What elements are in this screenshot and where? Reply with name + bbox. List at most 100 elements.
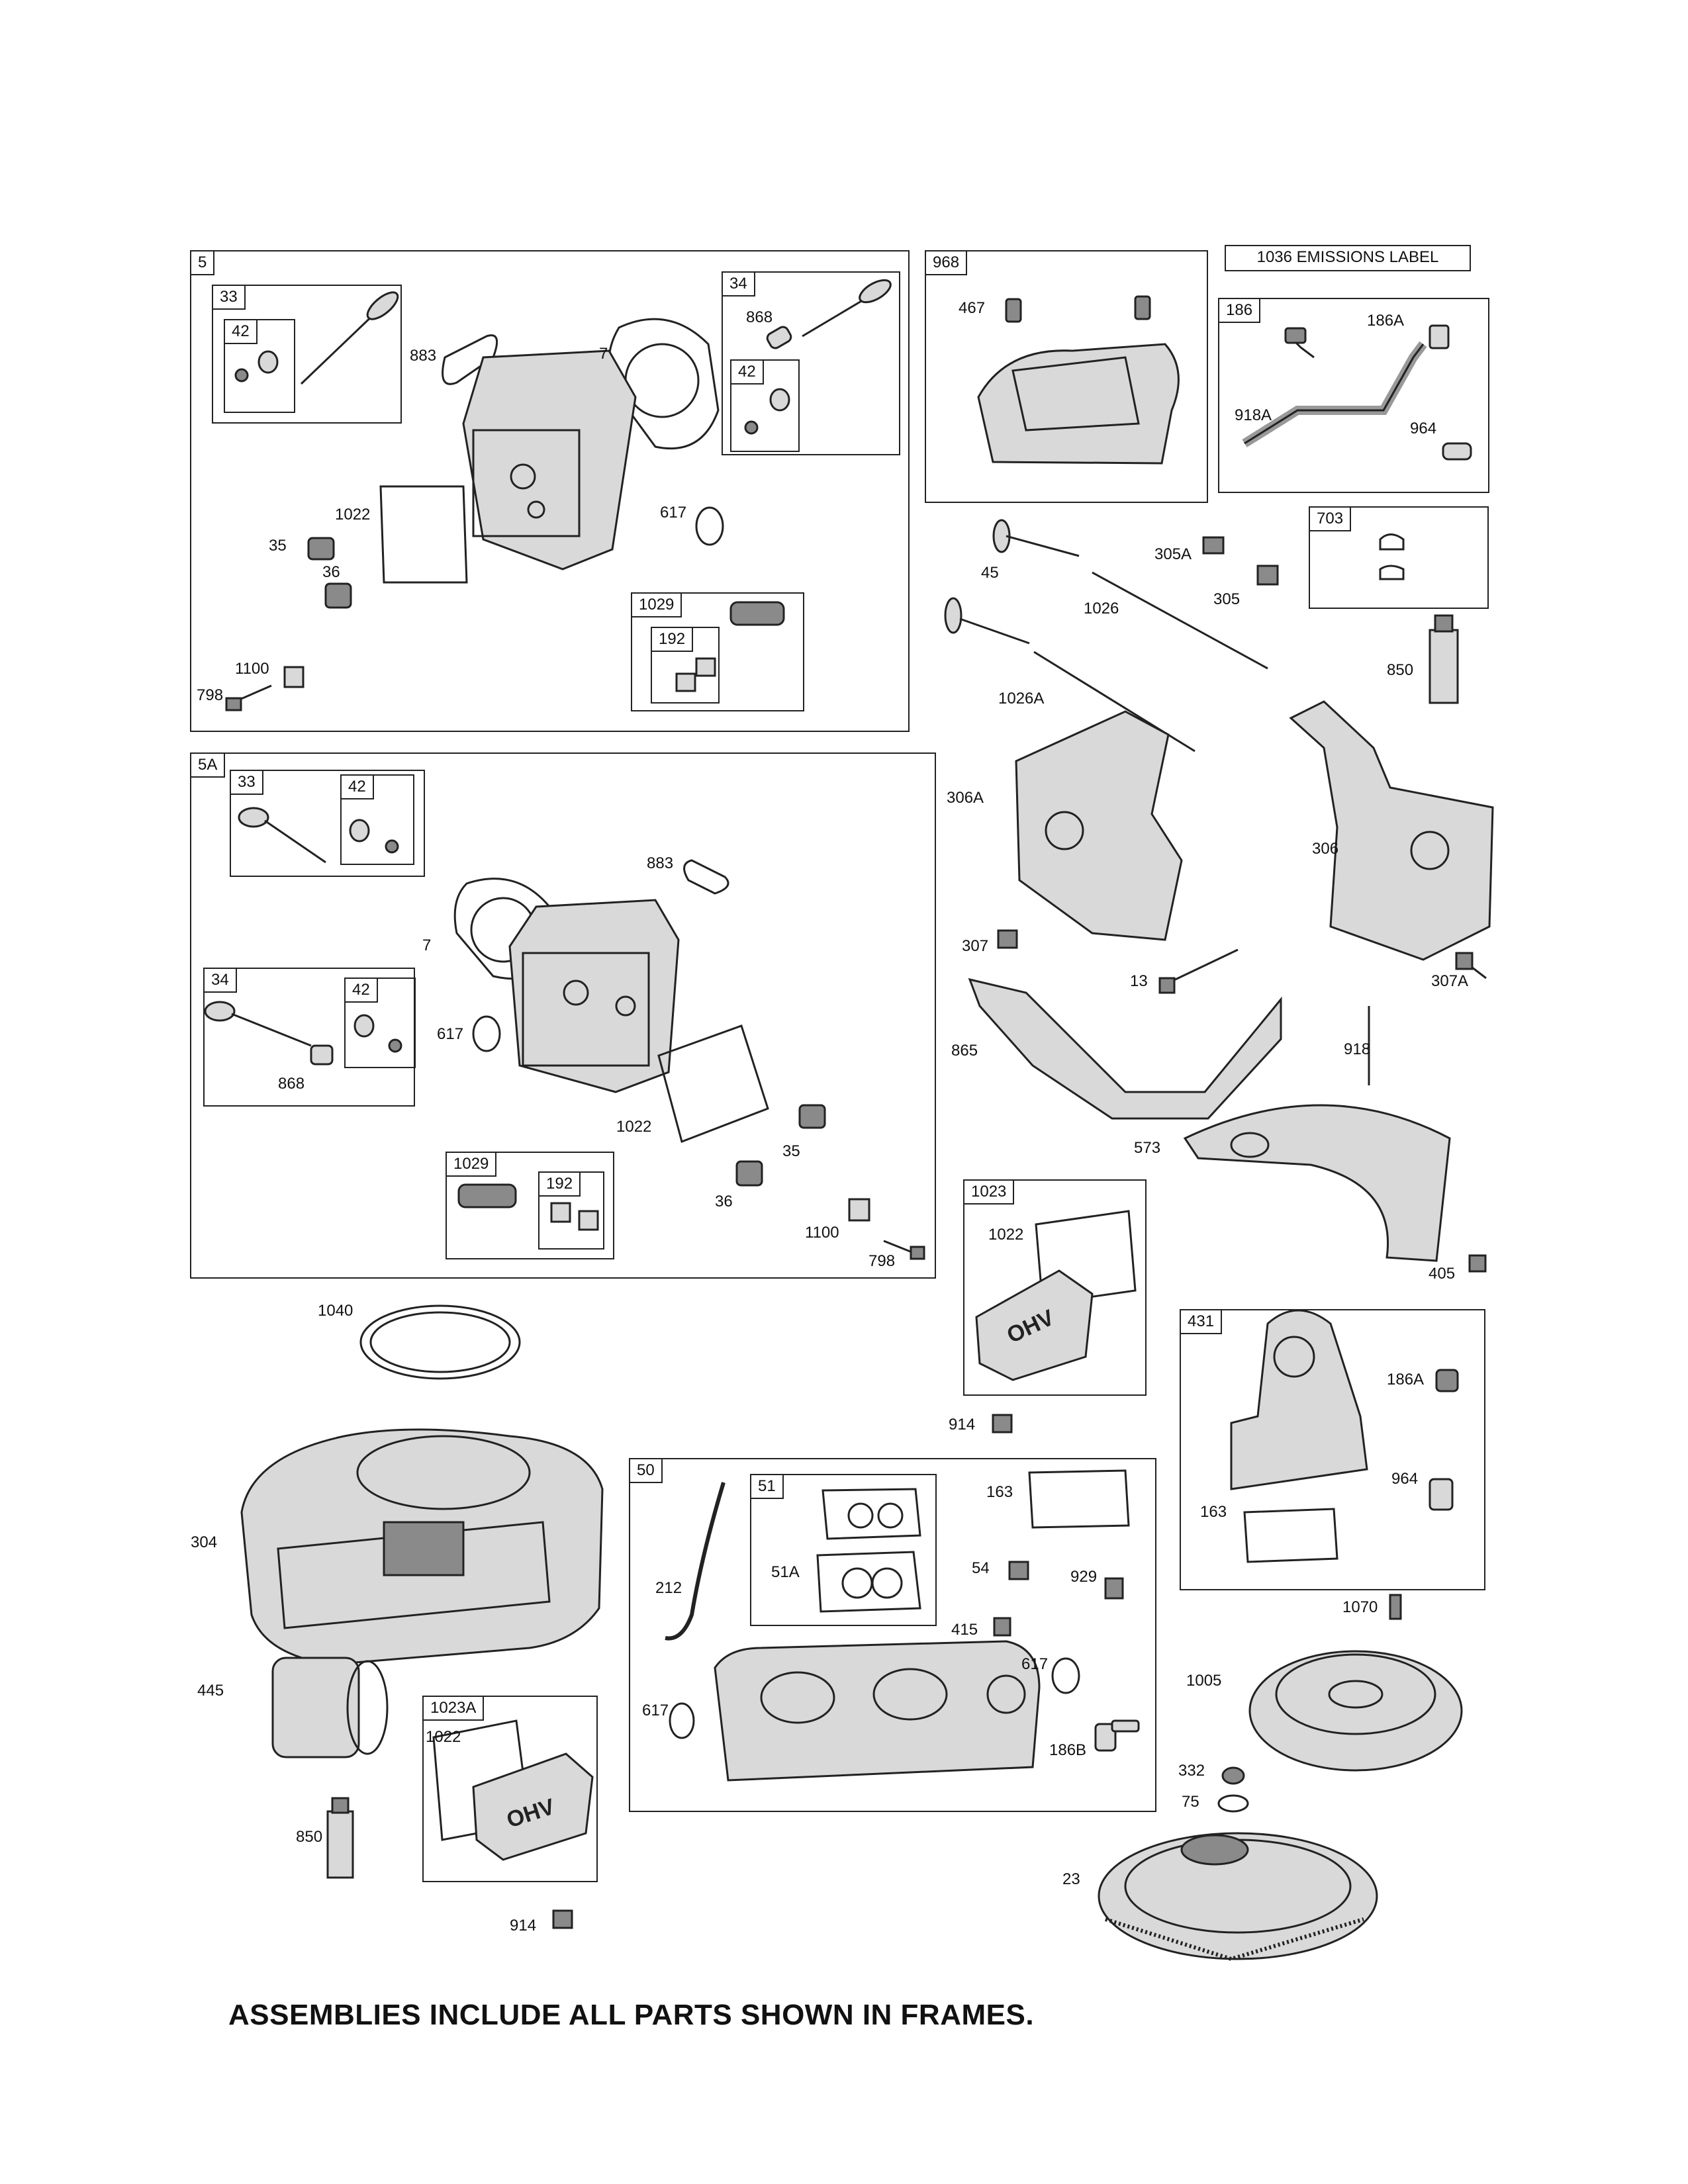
- label-304: 304: [191, 1533, 218, 1551]
- label-54: 54: [972, 1559, 990, 1577]
- tappet-45-drawing: [944, 519, 1080, 645]
- label-918: 918: [1344, 1040, 1371, 1058]
- baffle-573-drawing: [1183, 1104, 1451, 1262]
- label-1100: 1100: [235, 660, 269, 678]
- frame-186: 186: [1218, 298, 1489, 493]
- label-850: 850: [1387, 661, 1414, 679]
- frame-431: 431: [1180, 1309, 1485, 1590]
- label-212: 212: [655, 1579, 682, 1597]
- label-307a: 307A: [1431, 972, 1469, 990]
- bolt-13-drawing: [1168, 948, 1239, 984]
- frame-1023: 1023: [963, 1179, 1147, 1396]
- label-186a: 186A: [1367, 312, 1405, 330]
- label-7: 7: [422, 936, 432, 954]
- label-415: 415: [951, 1621, 978, 1639]
- frame-5a-192-tag: 192: [538, 1171, 581, 1197]
- label-573: 573: [1134, 1139, 1161, 1157]
- label-305a: 305A: [1154, 545, 1192, 563]
- label-1026a: 1026A: [998, 690, 1045, 707]
- frame-5-34-tag: 34: [722, 271, 755, 296]
- emissions-label-box: 1036 EMISSIONS LABEL: [1225, 245, 1471, 271]
- assemblies-note: ASSEMBLIES INCLUDE ALL PARTS SHOWN IN FR…: [228, 1999, 1035, 2031]
- frame-1023a-tag: 1023A: [422, 1696, 485, 1721]
- label-850: 850: [296, 1828, 323, 1846]
- label-1022: 1022: [335, 506, 371, 523]
- label-7: 7: [599, 345, 608, 363]
- frame-5-192: 192: [651, 627, 720, 704]
- label-964: 964: [1410, 420, 1437, 437]
- pushrod-1026: [1092, 571, 1268, 670]
- frame-5-tag: 5: [190, 250, 215, 275]
- label-36: 36: [715, 1193, 733, 1210]
- frame-5a: 5A: [190, 752, 936, 1279]
- label-305: 305: [1213, 590, 1241, 608]
- blower-housing-304-drawing: [240, 1428, 604, 1666]
- frame-5a-1029: 1029: [445, 1152, 614, 1259]
- label-868: 868: [746, 308, 773, 326]
- label-35: 35: [782, 1142, 800, 1160]
- label-36: 36: [322, 563, 340, 581]
- screen-1040-drawing: [359, 1304, 521, 1380]
- frame-5-33-tag: 33: [212, 285, 246, 310]
- label-13: 13: [1130, 972, 1148, 990]
- label-617: 617: [660, 504, 687, 522]
- bolt-307-drawing: [997, 929, 1018, 949]
- flywheel-23-drawing: [1098, 1832, 1378, 1962]
- label-75: 75: [1182, 1793, 1199, 1811]
- label-1022: 1022: [426, 1728, 461, 1746]
- label-467: 467: [959, 299, 986, 317]
- label-617: 617: [437, 1025, 464, 1043]
- label-163: 163: [986, 1483, 1013, 1501]
- fan-1005-drawing: [1248, 1650, 1463, 1772]
- frame-5-1029-tag: 1029: [631, 592, 682, 617]
- label-617: 617: [642, 1702, 669, 1719]
- frame-703-tag: 703: [1309, 506, 1352, 531]
- bracket-865-drawing: [968, 978, 1282, 1120]
- sealant-tube-850-a: [1429, 614, 1459, 704]
- label-405: 405: [1429, 1265, 1456, 1283]
- frame-5-33-42: 42: [224, 319, 295, 413]
- frame-5a-34-42-tag: 42: [344, 978, 378, 1003]
- label-914: 914: [949, 1416, 976, 1433]
- frame-5-34: 34: [722, 271, 900, 455]
- label-1040: 1040: [318, 1302, 353, 1320]
- frame-5a-33-42-tag: 42: [340, 774, 374, 799]
- label-964: 964: [1391, 1470, 1419, 1488]
- label-35: 35: [269, 537, 287, 555]
- frame-5-34-42-tag: 42: [730, 359, 764, 385]
- frame-5a-33-tag: 33: [230, 770, 263, 795]
- air-guide-306-drawing: [1289, 700, 1494, 961]
- frame-5-33: 33: [212, 285, 402, 424]
- label-186b: 186B: [1049, 1741, 1087, 1759]
- label-163: 163: [1200, 1503, 1227, 1521]
- label-306a: 306A: [947, 789, 984, 807]
- nut-washer-drawing: [1217, 1766, 1249, 1813]
- label-332: 332: [1178, 1762, 1205, 1780]
- label-45: 45: [981, 564, 999, 582]
- frame-5-192-tag: 192: [651, 627, 694, 652]
- label-918a: 918A: [1235, 406, 1272, 424]
- frame-50: 50: [629, 1458, 1156, 1812]
- frame-5a-33-42: 42: [340, 774, 414, 865]
- frame-431-tag: 431: [1180, 1309, 1223, 1334]
- label-23: 23: [1062, 1870, 1080, 1888]
- frame-186-tag: 186: [1218, 298, 1261, 323]
- label-617: 617: [1021, 1655, 1049, 1673]
- frame-703: 703: [1309, 506, 1489, 609]
- label-1100: 1100: [805, 1224, 839, 1242]
- label-798: 798: [868, 1252, 896, 1270]
- frame-5-33-42-tag: 42: [224, 319, 258, 344]
- frame-5a-1029-tag: 1029: [445, 1152, 497, 1177]
- label-186a: 186A: [1387, 1371, 1425, 1388]
- label-883: 883: [410, 347, 437, 365]
- frame-968: 968: [925, 250, 1208, 503]
- label-868: 868: [278, 1075, 305, 1093]
- frame-51: 51: [750, 1474, 937, 1626]
- label-798: 798: [197, 686, 224, 704]
- frame-5-1029: 1029: [631, 592, 804, 711]
- label-306: 306: [1312, 840, 1339, 858]
- label-883: 883: [647, 854, 674, 872]
- label-51a: 51A: [771, 1563, 800, 1581]
- bolt-307a-drawing: [1466, 962, 1487, 979]
